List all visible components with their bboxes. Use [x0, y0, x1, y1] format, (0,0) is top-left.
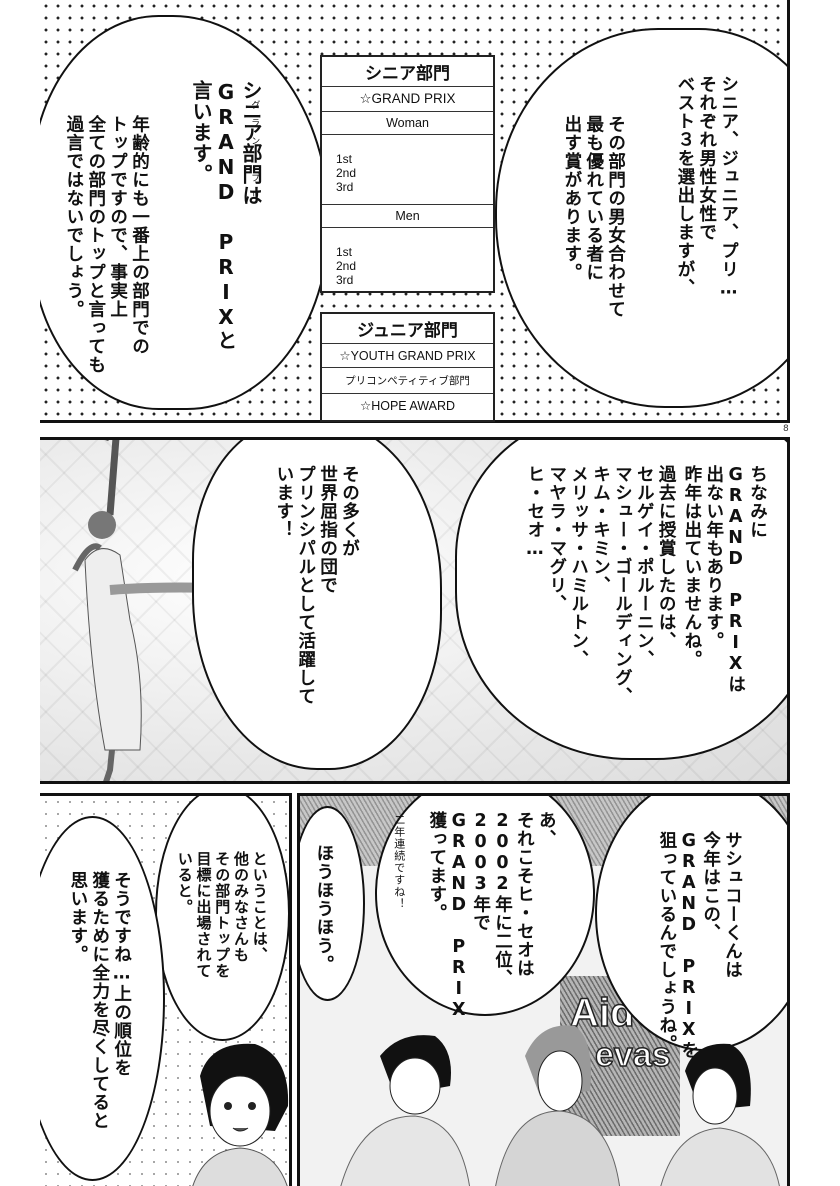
rank-2nd: 2nd [336, 259, 357, 273]
poster-sign-line2: evas [594, 1035, 671, 1075]
award-chart-senior: シニア部門 ☆GRAND PRIX Woman 1st 2nd 3rd Men … [320, 55, 495, 293]
bubble-text-no-prize-year: ちなみに GRAND PRIXは 出ない年もあります。 昨年は出ていませんね。 [681, 465, 768, 694]
woman-label: Woman [322, 112, 493, 135]
aside-text-consecutive: 二年連続ですね！ [392, 814, 406, 910]
speech-bubble-grand-prix [40, 15, 330, 410]
speech-bubble-categories [495, 28, 787, 408]
rank-3rd: 3rd [336, 273, 354, 287]
speech-bubble-principals [192, 440, 442, 770]
speech-bubble-past-winners [455, 440, 787, 760]
bubble-text-categories: シニア、ジュニア、プリ… それぞれ男性女性で ベスト３を選出しますが、 [674, 75, 739, 300]
men-label: Men [322, 205, 493, 228]
bubble-text-hohoho: ほうほうほう。 [313, 844, 334, 974]
grand-prix-label: ☆GRAND PRIX [322, 87, 493, 112]
bubble-text-hi-seo: あ、 それこそヒ・セオは 2002年に二位、 2003年で GRAND PRIX… [426, 811, 557, 1021]
panel-sasha-grand-prix: Aid evas サシュコーくんは 今年はこの、 GRAND PRIXを 狙って… [297, 793, 790, 1186]
speech-bubble-best-effort [40, 816, 165, 1181]
rank-2nd: 2nd [336, 166, 357, 180]
senior-division-header: シニア部門 [322, 57, 493, 87]
bubble-text-grand-prix-name: シニア部門は GRAND PRIXと 言います。 [189, 80, 263, 351]
page-number: 8 [783, 424, 789, 434]
award-chart-junior: ジュニア部門 ☆YOUTH GRAND PRIX プリコンペティティブ部門 ☆H… [320, 312, 495, 422]
men-ranks: 1st 2nd 3rd [322, 228, 493, 291]
bubble-text-sasha: サシュコーくんは 今年はこの、 GRAND PRIXを 狙っているんでしょうね。 [656, 831, 743, 1060]
woman-character-illustration [192, 1043, 289, 1186]
rank-1st: 1st [336, 245, 353, 259]
speech-bubble-sasha [595, 796, 787, 1051]
bubble-text-principals: その多くが 世界屈指の団で プリンシパルとして活躍して います！ [273, 465, 360, 706]
panel-division-goal: ということは、 他のみなさんも その部門トップを 目標に出場されて いると。 そ… [40, 793, 292, 1186]
bubble-text-best-award: その部門の男女合わせて 最も優れている者に 出す賞があります。 [561, 115, 626, 319]
hope-award-label: ☆HOPE AWARD [359, 399, 455, 413]
junior-division-header: ジュニア部門 [322, 314, 493, 344]
youth-grand-prix-label: ☆YOUTH GRAND PRIX [322, 344, 493, 368]
rank-1st: 1st [336, 152, 353, 166]
speech-bubble-hi-seo [375, 796, 595, 1016]
characters-illustration [340, 1025, 780, 1186]
pre-competitive-label: プリコンペティティブ部門 [322, 368, 493, 394]
speech-bubble-hohoho [300, 806, 365, 1001]
ruby-grand-prix: グラン プリ [249, 100, 260, 209]
bubble-text-best-effort: そうですね…上の順位を 獲るために全力を尽くしてると 思います。 [67, 871, 132, 1130]
bubble-text-past-winners-list: 過去に授賞したのは、 セルゲイ・ポルーニン、 マシュー・ゴールディング、 キム・… [524, 465, 677, 706]
bubble-text-division-top: ということは、 他のみなさんも その部門トップを 目標に出場されて いると。 [175, 851, 269, 979]
panel-past-winners: ちなみに GRAND PRIXは 出ない年もあります。 昨年は出ていませんね。 … [40, 437, 790, 784]
speech-bubble-division-top [155, 796, 289, 1041]
bubble-text-top-division: 年齢的にも一番上の部門での トップですので、事実上 全ての部門のトップと言っても… [63, 115, 150, 374]
woman-ranks: 1st 2nd 3rd [322, 135, 493, 205]
rank-3rd: 3rd [336, 180, 354, 194]
